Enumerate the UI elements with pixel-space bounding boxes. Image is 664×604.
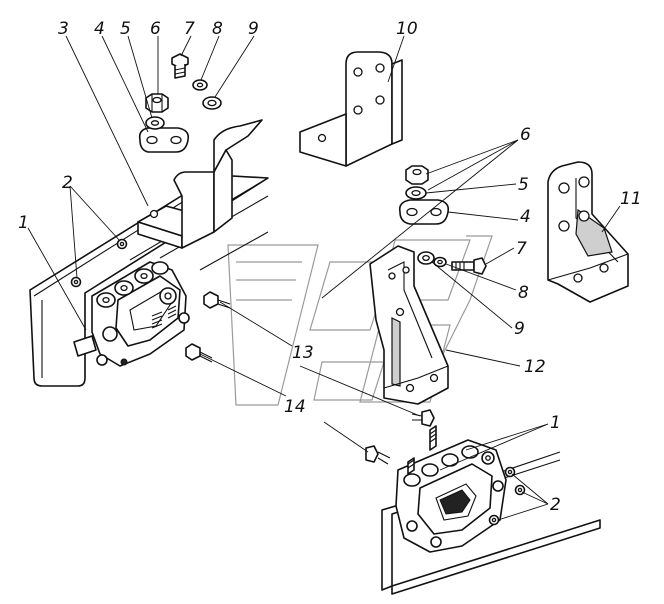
- bracket-10: [299, 51, 403, 167]
- valve-block-1-left: [73, 261, 190, 367]
- callout-labels: 3 4 5 6 7 8 9 10 2 1 6 5 4 7 8 9 11 12 1…: [18, 19, 642, 515]
- callout-4-right: 4: [520, 207, 531, 227]
- bolt-14-left: [185, 343, 213, 363]
- bolt-7-left: [171, 53, 189, 79]
- callout-1-right: 1: [550, 413, 561, 433]
- callout-8-left: 8: [212, 19, 223, 39]
- callout-9-right: 9: [514, 319, 525, 339]
- nut-6-left: [145, 93, 169, 113]
- washer-9-left: [202, 96, 222, 110]
- callout-7-right: 7: [516, 239, 527, 259]
- callout-2-left: 2: [62, 173, 73, 193]
- callout-8-right: 8: [518, 283, 529, 303]
- bolt-13-right: [411, 409, 435, 427]
- watermark: [227, 235, 493, 406]
- nuts-2-left: [70, 238, 128, 288]
- callout-5-right: 5: [518, 175, 529, 195]
- washer-8-left: [192, 79, 208, 91]
- bolt-13-left: [203, 291, 231, 309]
- callout-4-left: 4: [94, 19, 105, 39]
- nut-6-right: [405, 165, 429, 185]
- plate-4-left: [138, 127, 190, 153]
- callout-6-left: 6: [150, 19, 161, 39]
- callout-9-left: 9: [248, 19, 259, 39]
- washer-9-right: [417, 251, 435, 265]
- plate-4-right: [398, 199, 450, 225]
- washer-8-right: [433, 256, 447, 268]
- callout-1-left: 1: [18, 213, 29, 233]
- callout-14: 14: [284, 397, 306, 417]
- leader-lines: [27, 35, 621, 521]
- bracket-3: [137, 119, 263, 249]
- valve-block-1-right: [395, 425, 507, 553]
- callout-13: 13: [292, 343, 314, 363]
- callout-6-right: 6: [520, 125, 531, 145]
- callout-5-left: 5: [120, 19, 131, 39]
- callout-3: 3: [58, 19, 69, 39]
- bolt-7-right: [451, 257, 487, 275]
- callout-2-right: 2: [550, 495, 561, 515]
- bracket-11: [547, 161, 629, 303]
- callout-10: 10: [396, 19, 418, 39]
- bolt-14-right: [365, 445, 391, 465]
- callout-7-left: 7: [184, 19, 195, 39]
- bracket-12: [369, 245, 449, 405]
- callout-11: 11: [620, 189, 642, 209]
- washer-5-left: [145, 116, 165, 130]
- washer-5-right: [405, 186, 427, 200]
- callout-12: 12: [524, 357, 546, 377]
